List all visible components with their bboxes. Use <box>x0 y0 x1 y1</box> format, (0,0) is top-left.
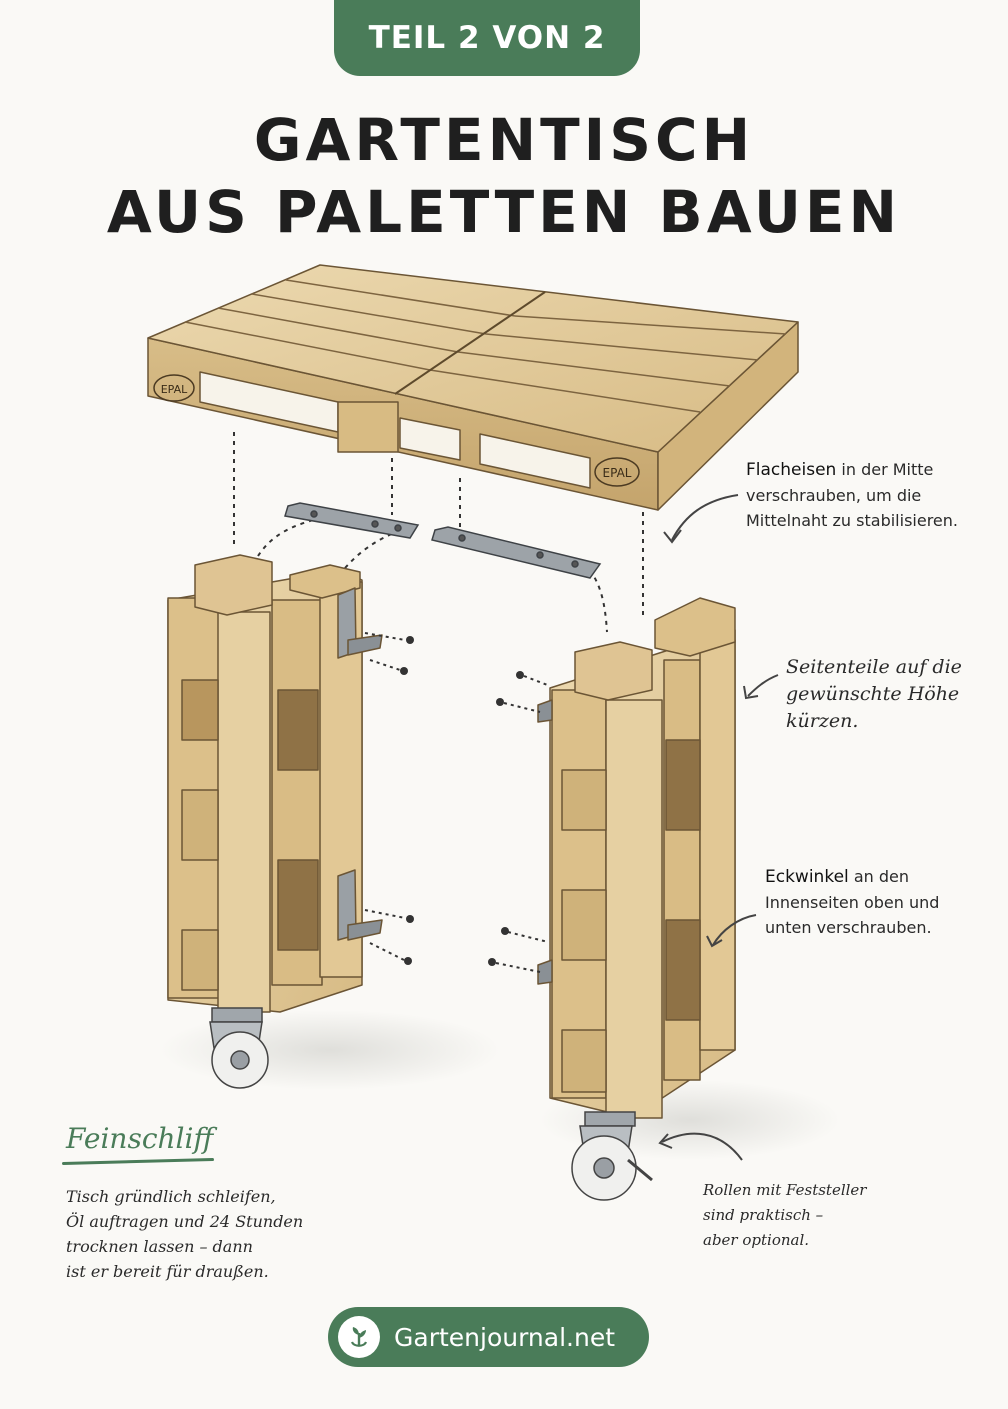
epal-stamp-left: EPAL <box>161 383 188 396</box>
page-title: GARTENTISCH AUS PALETTEN BAUEN <box>0 104 1008 248</box>
finishing-line2: Öl auftragen und 24 Stunden <box>66 1212 304 1231</box>
note-eckwinkel-line3: unten verschrauben. <box>765 918 932 937</box>
title-line-2: AUS PALETTEN BAUEN <box>106 178 902 246</box>
left-screws <box>364 632 406 961</box>
part-badge: TEIL 2 VON 2 <box>334 0 640 76</box>
note-flacheisen: Flacheisen in der Mitte verschrauben, um… <box>746 457 976 533</box>
title-line-1: GARTENTISCH <box>253 106 755 174</box>
arrow-seitenteile <box>747 674 779 697</box>
finishing-line4: ist er bereit für draußen. <box>66 1262 269 1281</box>
right-screw-heads <box>488 671 524 966</box>
left-screw-heads <box>400 636 414 965</box>
epal-stamp-right: EPAL <box>603 466 632 480</box>
arrow-eckwinkel <box>712 914 757 946</box>
finishing-text: Tisch gründlich schleifen, Öl auftragen … <box>66 1184 316 1284</box>
right-side-pallet <box>537 597 736 1119</box>
caster-wheel-right <box>571 1111 653 1201</box>
note-eckwinkel: Eckwinkel an den Innenseiten oben und un… <box>765 864 985 940</box>
note-seitenteile-line2: gewünschte Höhe <box>786 683 960 705</box>
note-eckwinkel-line2: Innenseiten oben und <box>765 893 940 912</box>
finishing-line3: trocknen lassen – dann <box>66 1237 253 1256</box>
note-flacheisen-line1: in der Mitte <box>836 460 934 479</box>
note-flacheisen-bold: Flacheisen <box>746 460 837 480</box>
footer-brand-pill[interactable]: Gartenjournal.net <box>328 1307 649 1367</box>
note-rollen-line1: Rollen mit Feststeller <box>703 1181 867 1199</box>
pallet-table-top <box>147 264 799 511</box>
callout-arrows <box>658 494 779 1161</box>
note-eckwinkel-bold: Eckwinkel <box>765 867 849 887</box>
note-seitenteile-line1: Seitenteile auf die <box>786 656 962 678</box>
arrow-rollen <box>661 1132 743 1161</box>
finishing-line1: Tisch gründlich schleifen, <box>66 1187 276 1206</box>
note-seitenteile: Seitenteile auf die gewünschte Höhe kürz… <box>786 654 962 735</box>
arrow-flacheisen <box>671 494 739 541</box>
plant-icon <box>338 1316 380 1358</box>
left-side-pallet <box>167 554 383 1013</box>
note-eckwinkel-line1: an den <box>848 867 910 886</box>
note-rollen-line2: sind praktisch – <box>703 1206 824 1224</box>
note-seitenteile-line3: kürzen. <box>786 710 859 732</box>
flat-iron-plates <box>284 502 602 579</box>
footer-brand-text: Gartenjournal.net <box>394 1322 616 1352</box>
note-flacheisen-line3: Mittelnaht zu stabilisieren. <box>746 511 958 530</box>
note-flacheisen-line2: verschrauben, um die <box>746 486 922 505</box>
finishing-heading: Feinschliff <box>66 1122 214 1155</box>
note-rollen-line3: aber optional. <box>703 1231 810 1249</box>
note-rollen: Rollen mit Feststeller sind praktisch – … <box>703 1178 866 1253</box>
right-screws <box>495 675 551 973</box>
caster-wheel-left <box>209 1007 269 1089</box>
